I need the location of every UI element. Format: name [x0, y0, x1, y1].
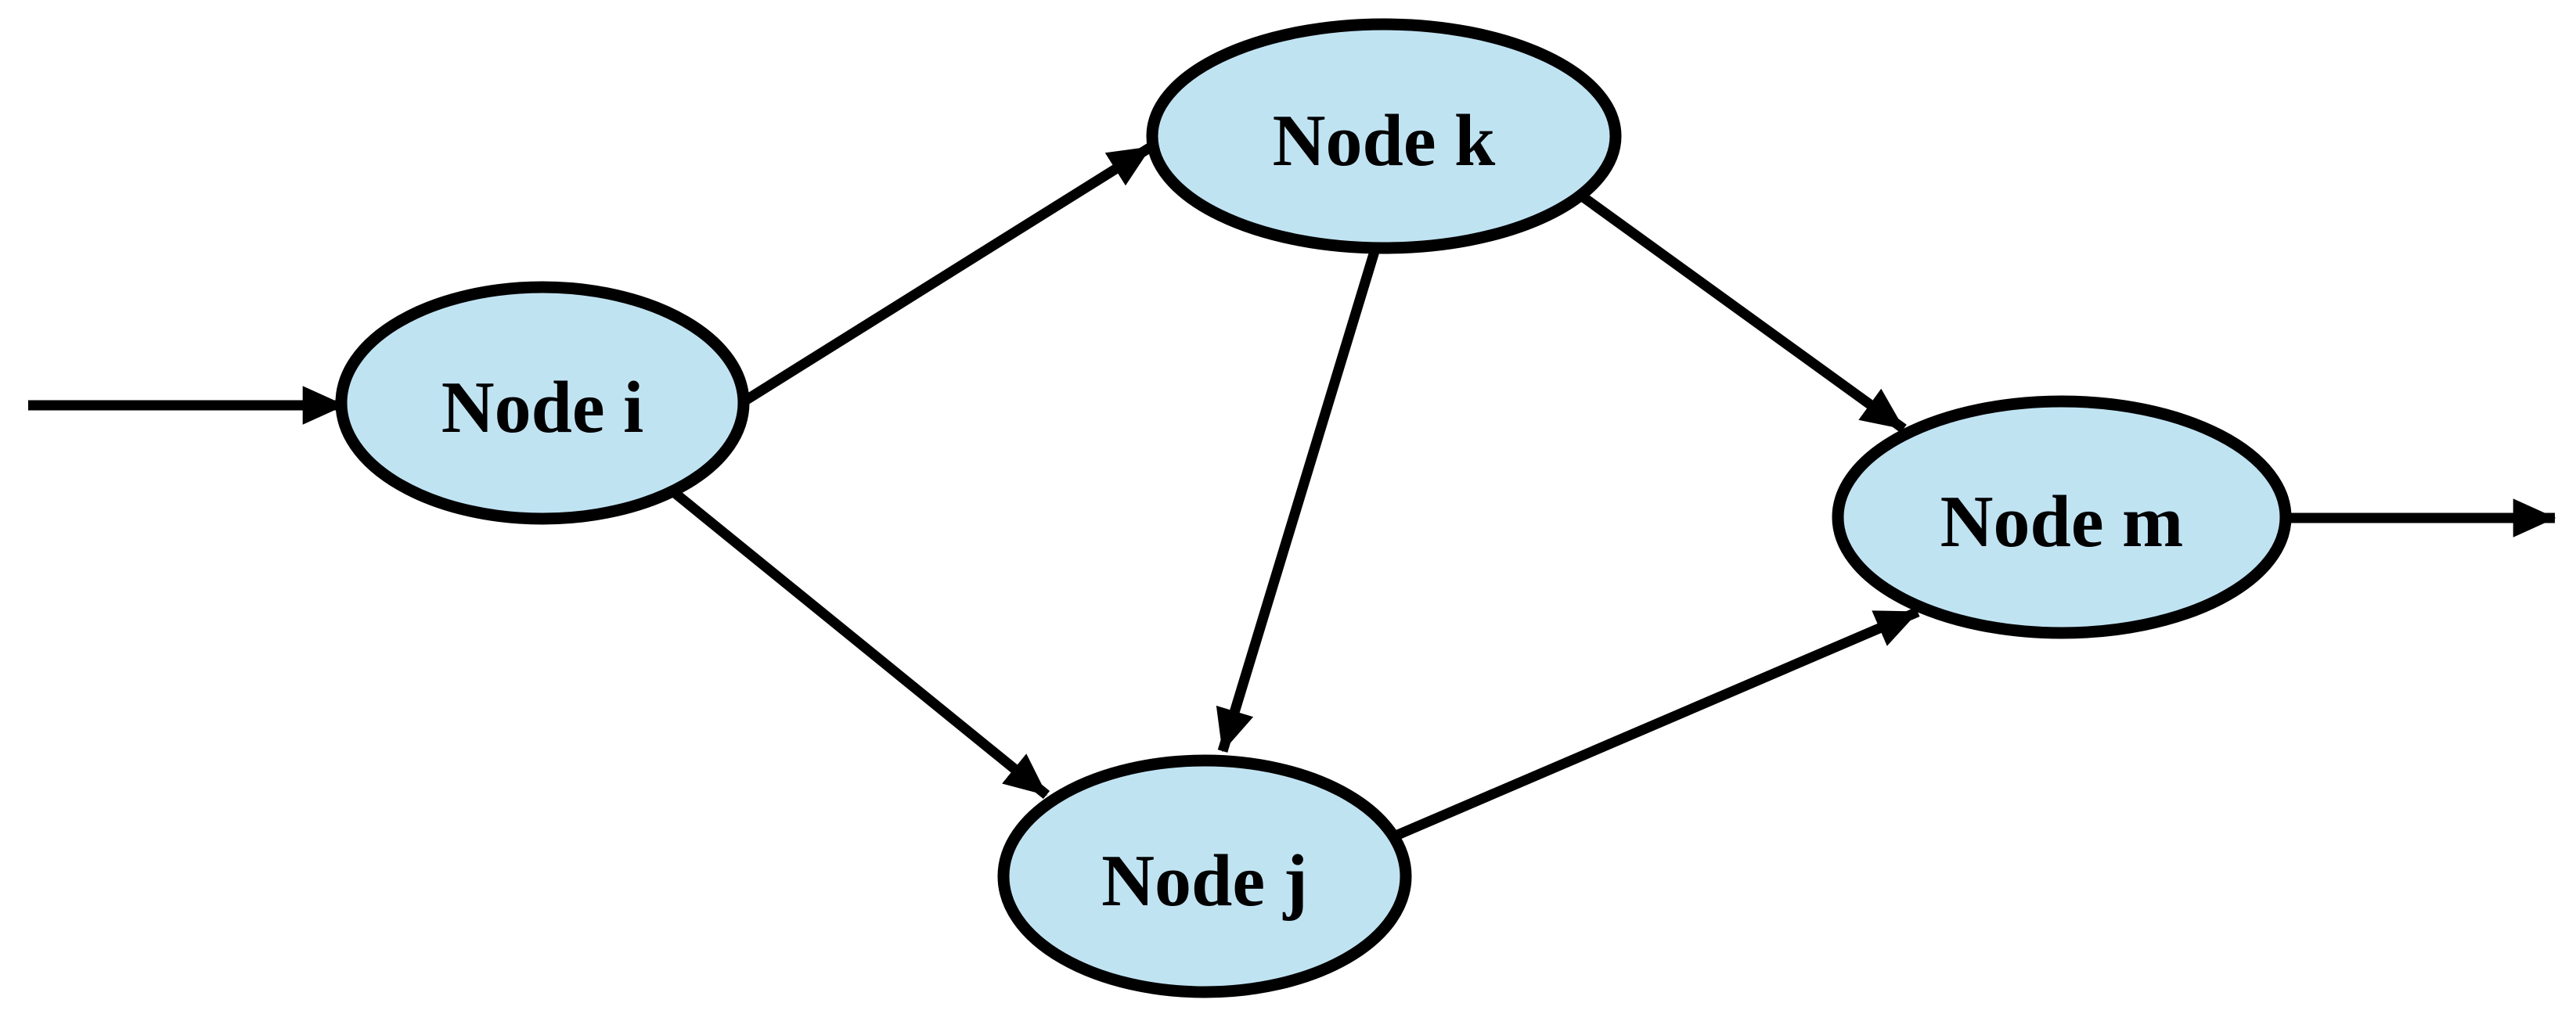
node-j: Node j	[997, 754, 1412, 998]
edge-node-k-to-node-m	[1578, 191, 1907, 433]
node-m-ellipse	[1832, 395, 2292, 639]
node-k: Node k	[1146, 18, 1622, 254]
node-j-label: Node j	[1101, 840, 1308, 922]
edge-node-i-to-node-j	[671, 488, 1050, 800]
edge-node-k-to-node-j	[1216, 247, 1381, 753]
node-i-ellipse	[335, 281, 750, 525]
node-layer: Node i Node k Node j Node m	[335, 18, 2292, 998]
node-j-ellipse	[997, 754, 1412, 998]
node-m-label: Node m	[1940, 481, 2184, 563]
node-k-ellipse	[1146, 18, 1622, 254]
node-k-label: Node k	[1273, 100, 1496, 182]
node-m: Node m	[1832, 395, 2292, 639]
node-i-label: Node i	[441, 367, 644, 448]
edge-node-i-to-node-k	[742, 142, 1154, 405]
edge-node-j-to-node-m	[1392, 607, 1920, 841]
node-i: Node i	[335, 281, 750, 525]
edge-layer	[28, 142, 2556, 841]
